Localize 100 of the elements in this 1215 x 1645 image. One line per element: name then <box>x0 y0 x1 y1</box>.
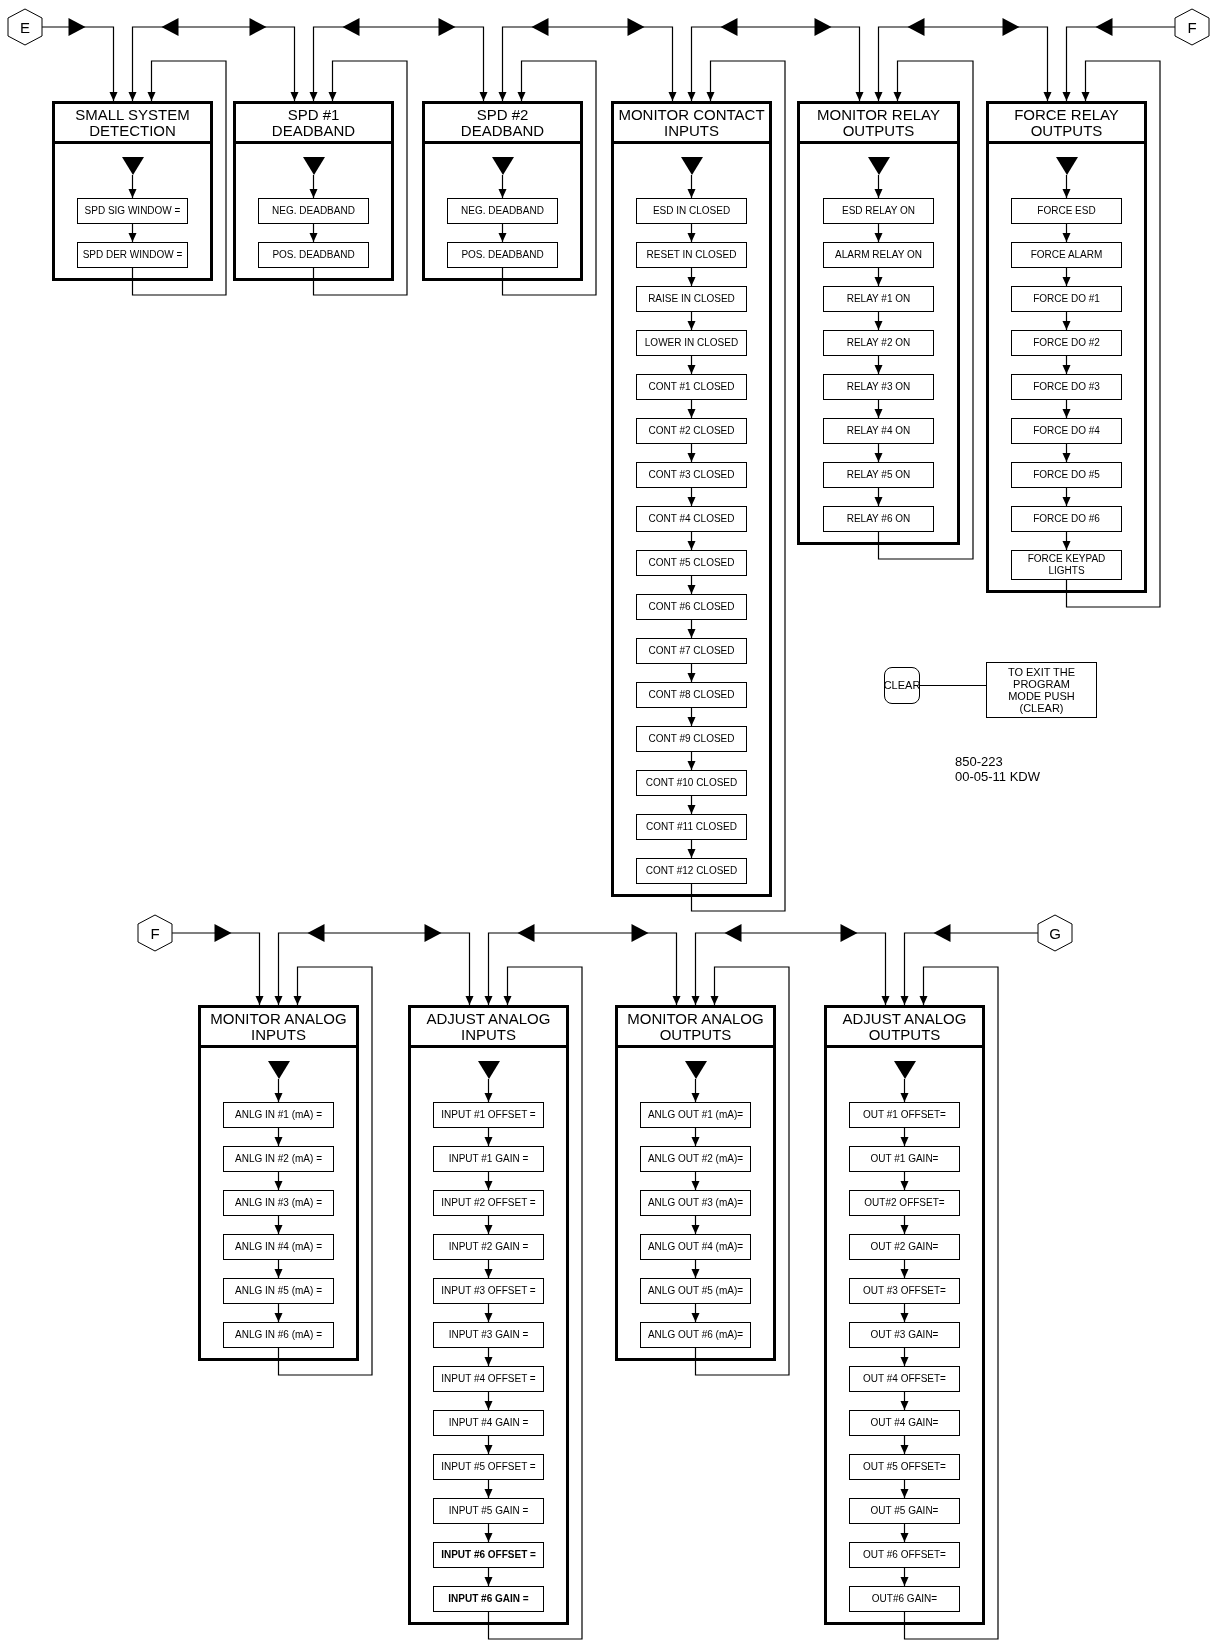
menu-group-box <box>422 101 583 281</box>
menu-item-box: RAISE IN CLOSED <box>636 286 747 312</box>
menu-group-box <box>408 1005 569 1625</box>
arrow <box>309 174 318 199</box>
menu-item-box: ANLG OUT #6 (mA)= <box>640 1322 751 1348</box>
arrow <box>498 174 507 199</box>
arrow <box>1062 174 1071 199</box>
menu-item-box: OUT #3 OFFSET= <box>849 1278 960 1304</box>
arrow <box>874 174 883 199</box>
arrow <box>41 26 118 102</box>
menu-item-box: CONT #7 CLOSED <box>636 638 747 664</box>
arrow <box>1062 443 1071 463</box>
menu-item-box: CONT #3 CLOSED <box>636 462 747 488</box>
hexagon-connector <box>6 8 44 46</box>
group-heading: SMALL SYSTEM DETECTION <box>55 104 210 144</box>
arrow <box>498 223 507 243</box>
group-heading: SPD #2 DEADBAND <box>425 104 580 144</box>
arrow <box>484 1215 493 1235</box>
arrow <box>874 311 883 331</box>
menu-group-box <box>611 101 772 897</box>
arrow <box>900 1567 909 1587</box>
arrow <box>128 26 299 102</box>
arrow <box>1062 399 1071 419</box>
menu-group-box <box>233 101 394 281</box>
menu-item-box: OUT #6 OFFSET= <box>849 1542 960 1568</box>
menu-item-box: OUT #5 GAIN= <box>849 1498 960 1524</box>
menu-item-box: OUT #1 OFFSET= <box>849 1102 960 1128</box>
arrow <box>1062 487 1071 507</box>
arrow <box>274 1171 283 1191</box>
arrow <box>274 932 474 1006</box>
arrow <box>874 399 883 419</box>
arrow <box>687 531 696 551</box>
connector-line <box>919 684 987 687</box>
arrow <box>687 751 696 771</box>
arrow <box>484 1347 493 1367</box>
menu-item-box: SPD DER WINDOW = <box>77 242 188 268</box>
menu-item-box: RELAY #4 ON <box>823 418 934 444</box>
menu-item-box: INPUT #5 GAIN = <box>433 1498 544 1524</box>
menu-item-box: FORCE DO #1 <box>1011 286 1122 312</box>
menu-item-box: POS. DEADBAND <box>258 242 369 268</box>
menu-item-box: ANLG OUT #4 (mA)= <box>640 1234 751 1260</box>
menu-item-box: FORCE ALARM <box>1011 242 1122 268</box>
menu-item-box: CONT #10 CLOSED <box>636 770 747 796</box>
connector-letter: F <box>150 925 160 941</box>
menu-item-box: RELAY #6 ON <box>823 506 934 532</box>
arrow <box>484 932 681 1006</box>
menu-item-box: RELAY #1 ON <box>823 286 934 312</box>
arrow <box>874 487 883 507</box>
menu-item-box: CONT #6 CLOSED <box>636 594 747 620</box>
menu-item-box: ANLG IN #4 (mA) = <box>223 1234 334 1260</box>
menu-item-box: CONT #8 CLOSED <box>636 682 747 708</box>
group-heading: SPD #1 DEADBAND <box>236 104 391 144</box>
arrow <box>903 966 999 1640</box>
arrow <box>309 26 488 102</box>
menu-item-box: ESD RELAY ON <box>823 198 934 224</box>
arrow <box>691 932 890 1006</box>
menu-item-box: INPUT #3 OFFSET = <box>433 1278 544 1304</box>
arrow <box>501 60 597 296</box>
arrow <box>1062 267 1071 287</box>
menu-item-box: ANLG IN #2 (mA) = <box>223 1146 334 1172</box>
arrow <box>131 60 227 296</box>
menu-item-box: INPUT #6 GAIN = <box>433 1586 544 1612</box>
menu-item-box: INPUT #1 OFFSET = <box>433 1102 544 1128</box>
arrow <box>687 795 696 815</box>
menu-item-box: OUT #4 GAIN= <box>849 1410 960 1436</box>
arrow <box>1062 26 1176 102</box>
arrow <box>900 1303 909 1323</box>
menu-item-box: CONT #11 CLOSED <box>636 814 747 840</box>
menu-item-box: INPUT #1 GAIN = <box>433 1146 544 1172</box>
menu-item-box: INPUT #4 OFFSET = <box>433 1366 544 1392</box>
arrow <box>874 355 883 375</box>
menu-item-box: FORCE DO #5 <box>1011 462 1122 488</box>
arrow <box>687 267 696 287</box>
menu-item-box: NEG. DEADBAND <box>447 198 558 224</box>
connector-letter: F <box>1187 19 1197 35</box>
arrow <box>128 174 137 199</box>
menu-item-box: OUT #5 OFFSET= <box>849 1454 960 1480</box>
menu-group-box <box>615 1005 776 1361</box>
arrow <box>484 1259 493 1279</box>
arrow <box>900 1259 909 1279</box>
arrow <box>277 966 373 1376</box>
hexagon-connector <box>1173 8 1211 46</box>
arrow <box>694 966 790 1376</box>
menu-item-box: ESD IN CLOSED <box>636 198 747 224</box>
menu-item-box: OUT #3 GAIN= <box>849 1322 960 1348</box>
arrow <box>128 223 137 243</box>
arrow <box>687 311 696 331</box>
arrow <box>1062 355 1071 375</box>
arrow <box>687 619 696 639</box>
arrow <box>900 1479 909 1499</box>
group-heading: ADJUST ANALOG INPUTS <box>411 1008 566 1048</box>
menu-item-box: ANLG IN #3 (mA) = <box>223 1190 334 1216</box>
menu-group-box <box>198 1005 359 1361</box>
arrow <box>687 174 696 199</box>
group-heading: MONITOR RELAY OUTPUTS <box>800 104 957 144</box>
arrow <box>484 1171 493 1191</box>
arrow <box>900 1078 909 1103</box>
menu-item-box: CONT #12 CLOSED <box>636 858 747 884</box>
menu-item-box: POS. DEADBAND <box>447 242 558 268</box>
arrow <box>874 26 1052 102</box>
